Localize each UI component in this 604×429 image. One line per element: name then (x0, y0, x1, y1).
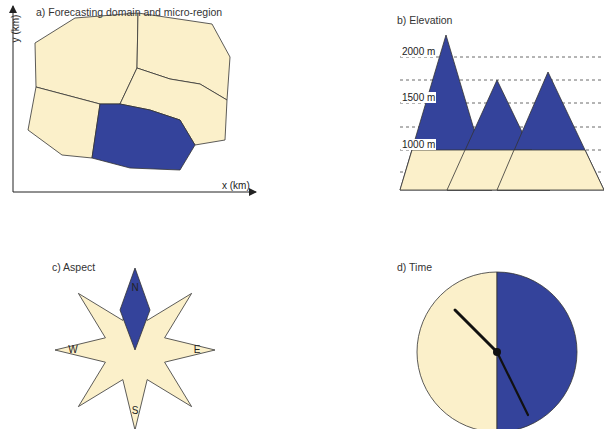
panel-title: a) Forecasting domain and micro-region (36, 7, 222, 19)
elevation-label: 1500 m (401, 92, 436, 103)
axis-label: y (km) (10, 14, 21, 42)
direction-label: E (194, 344, 201, 355)
region (28, 87, 100, 158)
panel-title: b) Elevation (397, 15, 452, 27)
panel-title: d) Time (397, 262, 432, 274)
clock (417, 272, 577, 429)
mountains (400, 35, 604, 190)
direction-label: N (131, 282, 138, 293)
north-sector (120, 268, 150, 350)
map-regions (28, 13, 230, 170)
panel-title: c) Aspect (52, 262, 95, 274)
region (35, 13, 138, 104)
direction-label: W (68, 344, 77, 355)
micro-region (92, 104, 195, 170)
direction-label: S (132, 405, 139, 416)
axis-label: x (km) (222, 180, 250, 191)
clock-hands (455, 310, 528, 415)
axes (13, 6, 256, 192)
elevation-label: 2000 m (401, 46, 436, 57)
elevation-label: 1000 m (401, 139, 436, 150)
